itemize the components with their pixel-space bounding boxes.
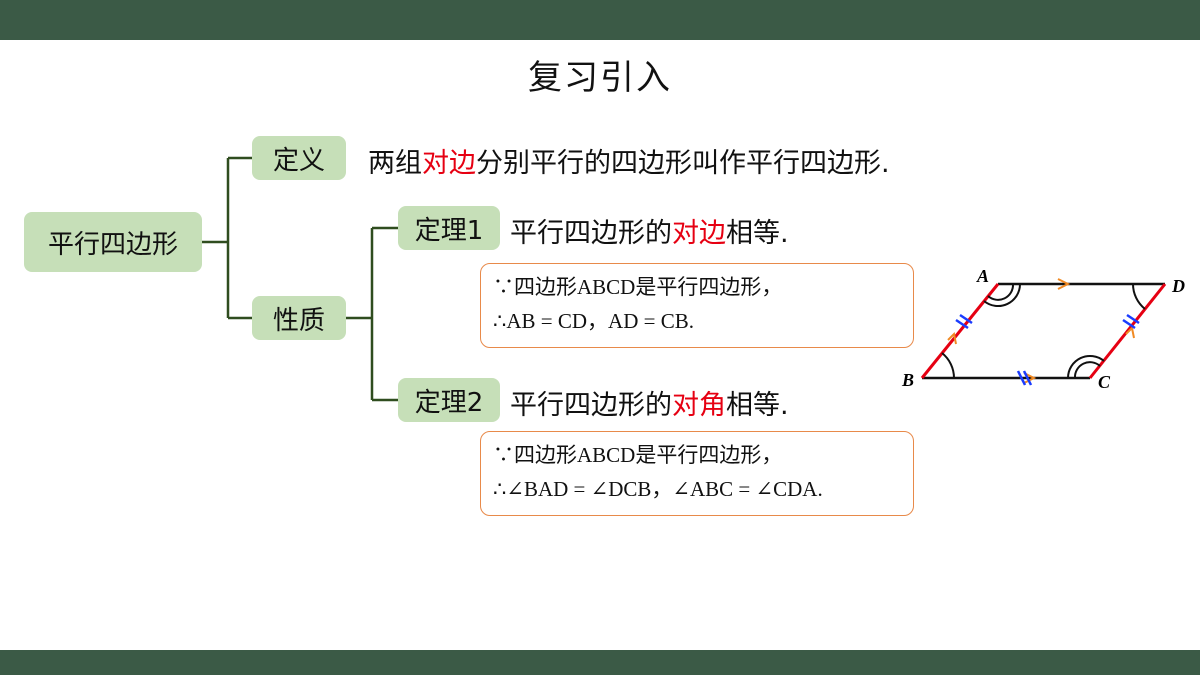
theorem2-proof-line1: ∵四边形ABCD是平行四边形，	[493, 443, 783, 467]
theorem1-text-highlight: 对边	[672, 218, 726, 249]
theorem2-proof-line2: ∴∠BAD = ∠DCB，∠ABC = ∠CDA.	[493, 477, 823, 501]
theorem1-text-before: 平行四边形的	[510, 218, 672, 249]
arrow-bc	[1023, 372, 1037, 384]
theorem1-proof-line2: ∴AB = CD，AD = CB.	[493, 309, 694, 333]
angle-a-arc2	[987, 283, 1015, 301]
page-title: 复习引入	[528, 58, 672, 98]
side-ab	[920, 283, 1000, 379]
vertex-label-a: A	[976, 266, 989, 286]
vertex-label-c: C	[1098, 372, 1111, 392]
definition-text-after: 分别平行的四边形叫作平行四边形.	[476, 148, 890, 179]
theorem2-text-highlight: 对角	[672, 390, 726, 421]
theorem2-proof-box: ∵四边形ABCD是平行四边形， ∴∠BAD = ∠DCB，∠ABC = ∠CDA…	[480, 431, 914, 516]
theorem1-proof-box: ∵四边形ABCD是平行四边形， ∴AB = CD，AD = CB.	[480, 263, 914, 348]
definition-text-highlight: 对边	[422, 148, 476, 179]
angle-b-arc	[941, 352, 956, 379]
definition-text: 两组对边分别平行的四边形叫作平行四边形.	[368, 141, 890, 180]
theorem1-proof-line1: ∵四边形ABCD是平行四边形，	[493, 275, 783, 299]
vertex-label-d: D	[1171, 276, 1185, 296]
angle-a-arc1	[983, 283, 1022, 308]
properties-node: 性质	[252, 296, 346, 340]
parallelogram-figure: A D B C	[901, 266, 1185, 392]
theorem1-text-after: 相等.	[726, 218, 789, 249]
bottom-bar	[0, 650, 1200, 675]
theorem2-text-after: 相等.	[726, 390, 789, 421]
arrow-ab	[947, 331, 957, 345]
angle-c-arc1	[1066, 354, 1105, 379]
definition-node: 定义	[252, 136, 346, 180]
side-cd	[1088, 283, 1167, 379]
definition-text-before: 两组	[368, 148, 422, 179]
angle-d-arc	[1131, 283, 1146, 310]
theorem2-node: 定理2	[398, 378, 500, 422]
arrow-cd	[1125, 325, 1135, 339]
theorem2-text: 平行四边形的对角相等.	[510, 383, 789, 422]
equal-ticks	[955, 313, 1140, 386]
root-node: 平行四边形	[24, 212, 202, 272]
theorem1-text: 平行四边形的对边相等.	[510, 211, 789, 250]
arrow-ad	[1057, 278, 1071, 290]
vertex-label-b: B	[901, 370, 914, 390]
angle-c-arc2	[1073, 361, 1101, 379]
theorem1-node: 定理1	[398, 206, 500, 250]
theorem2-text-before: 平行四边形的	[510, 390, 672, 421]
top-bar	[0, 0, 1200, 40]
